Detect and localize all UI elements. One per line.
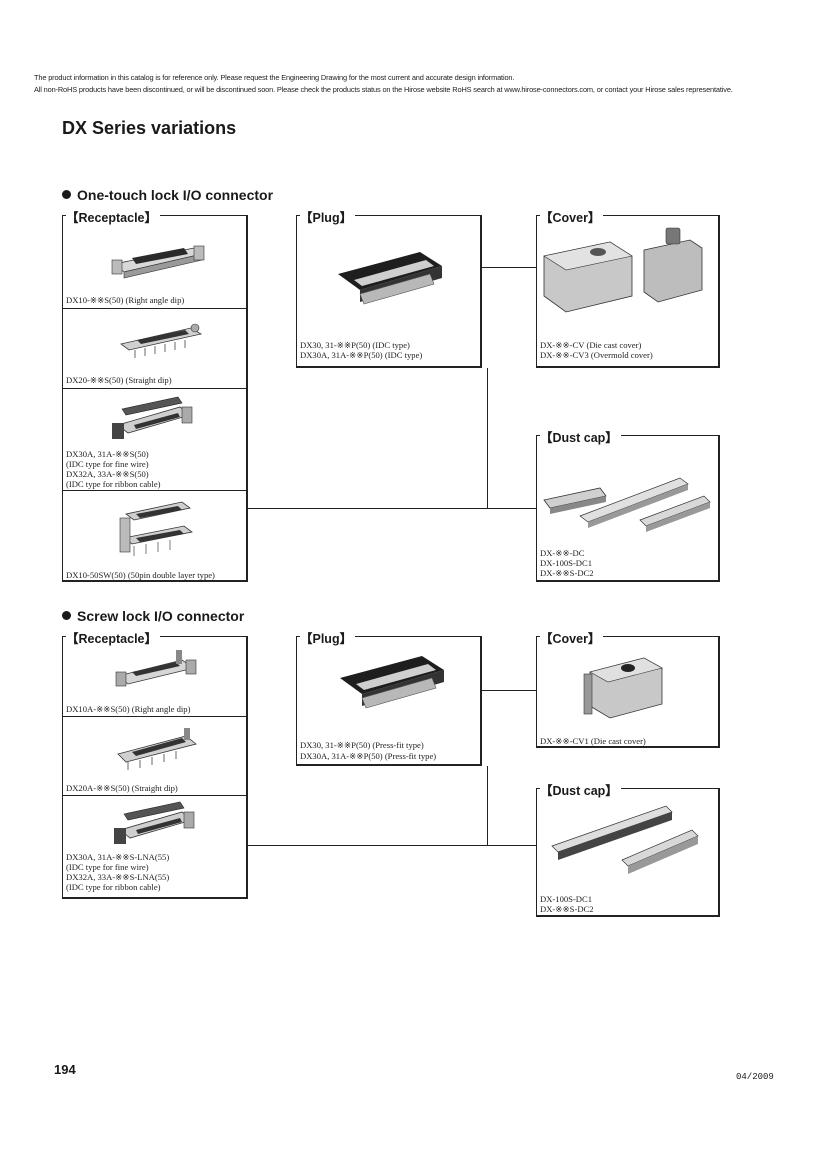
dust-cap-images (551, 805, 699, 874)
dust-cap-label: 【Dust cap】 (540, 427, 621, 446)
dust-cap-label: 【Dust cap】 (540, 780, 621, 799)
cover-caption: DX-※※-CV (Die cast cover) (540, 340, 642, 350)
page-number: 194 (54, 1062, 76, 1077)
section-title-one-touch: One-touch lock I/O connector (62, 187, 273, 203)
receptacle-caption: DX32A, 33A-※※S(50) (66, 469, 149, 479)
connector-line (248, 845, 488, 846)
reference-notice-line2: All non-RoHS products have been disconti… (34, 85, 733, 94)
dust-cap-caption: DX-100S-DC1 (540, 558, 593, 568)
connector-line (487, 845, 536, 846)
plug-label: 【Plug】 (300, 628, 356, 647)
connector-line (487, 766, 488, 846)
plug-box (296, 636, 482, 766)
cover-label: 【Cover】 (540, 207, 604, 226)
dust-cap-header-line (536, 788, 718, 789)
cover-header-line (536, 215, 718, 216)
receptacle-caption: DX30A, 31A-※※S-LNA(55) (66, 852, 170, 862)
plug-header-line (296, 215, 480, 216)
receptacle-right-angle-image (115, 650, 197, 687)
receptacle-caption: DX20-※※S(50) (Straight dip) (66, 375, 172, 385)
receptacle-caption: DX20A-※※S(50) (Straight dip) (66, 783, 178, 793)
plug-caption: DX30A, 31A-※※P(50) (Press-fit type) (300, 751, 437, 761)
receptacle-caption: DX32A, 33A-※※S-LNA(55) (66, 872, 170, 882)
receptacle-caption: (IDC type for ribbon cable) (66, 882, 161, 892)
dust-cap-box (536, 788, 720, 917)
receptacle-caption: DX30A, 31A-※※S(50) (66, 449, 149, 459)
cover-label: 【Cover】 (540, 628, 604, 647)
receptacle-idc-image (114, 801, 195, 844)
connector-line (248, 508, 488, 509)
cover-images (543, 227, 703, 313)
receptacle-caption: (IDC type for fine wire) (66, 862, 149, 872)
dust-cap-header-line (536, 435, 718, 436)
plug-idc-image (338, 252, 442, 305)
bullet-icon (62, 190, 71, 199)
cover-image (583, 657, 663, 719)
plug-label: 【Plug】 (300, 207, 356, 226)
cover-header-line (536, 636, 718, 637)
dust-cap-caption: DX-※※-DC (540, 548, 585, 558)
receptacle-box (62, 636, 248, 899)
plug-caption: DX30, 31-※※P(50) (IDC type) (300, 340, 410, 350)
receptacle-double-layer-image (119, 501, 193, 556)
connector-line (482, 690, 536, 691)
section-title-screw-lock: Screw lock I/O connector (62, 608, 244, 624)
receptacle-box (62, 215, 248, 582)
receptacle-label: 【Receptacle】 (66, 628, 161, 647)
dust-cap-caption: DX-※※S-DC2 (540, 568, 594, 578)
plug-box (296, 215, 482, 368)
cover-box (536, 215, 720, 368)
date-code: 04/2009 (736, 1072, 774, 1082)
connector-line (487, 508, 536, 509)
dust-cap-images (543, 477, 711, 532)
receptacle-caption: DX10A-※※S(50) (Right angle dip) (66, 704, 191, 714)
plug-caption: DX30, 31-※※P(50) (Press-fit type) (300, 740, 424, 750)
receptacle-caption: DX10-50SW(50) (50pin double layer type) (66, 570, 215, 580)
receptacle-straight-image (117, 728, 197, 770)
connector-line (487, 368, 488, 509)
reference-notice-line1: The product information in this catalog … (34, 73, 515, 82)
receptacle-caption: (IDC type for ribbon cable) (66, 479, 161, 489)
plug-caption: DX30A, 31A-※※P(50) (IDC type) (300, 350, 423, 360)
dust-cap-caption: DX-100S-DC1 (540, 894, 593, 904)
receptacle-right-angle-image (111, 245, 205, 279)
cover-caption: DX-※※-CV1 (Die cast cover) (540, 736, 646, 746)
receptacle-label: 【Receptacle】 (66, 207, 161, 226)
receptacle-caption: DX10-※※S(50) (Right angle dip) (66, 295, 185, 305)
receptacle-straight-image (120, 323, 203, 358)
cover-caption: DX-※※-CV3 (Overmold cover) (540, 350, 653, 360)
dust-cap-caption: DX-※※S-DC2 (540, 904, 594, 914)
plug-press-fit-image (340, 656, 444, 709)
cover-box (536, 636, 720, 748)
connector-line (482, 267, 536, 268)
plug-header-line (296, 636, 480, 637)
receptacle-idc-image (112, 396, 193, 439)
dust-cap-box (536, 435, 720, 582)
receptacle-caption: (IDC type for fine wire) (66, 459, 149, 469)
bullet-icon (62, 611, 71, 620)
page-title: DX Series variations (62, 118, 237, 138)
